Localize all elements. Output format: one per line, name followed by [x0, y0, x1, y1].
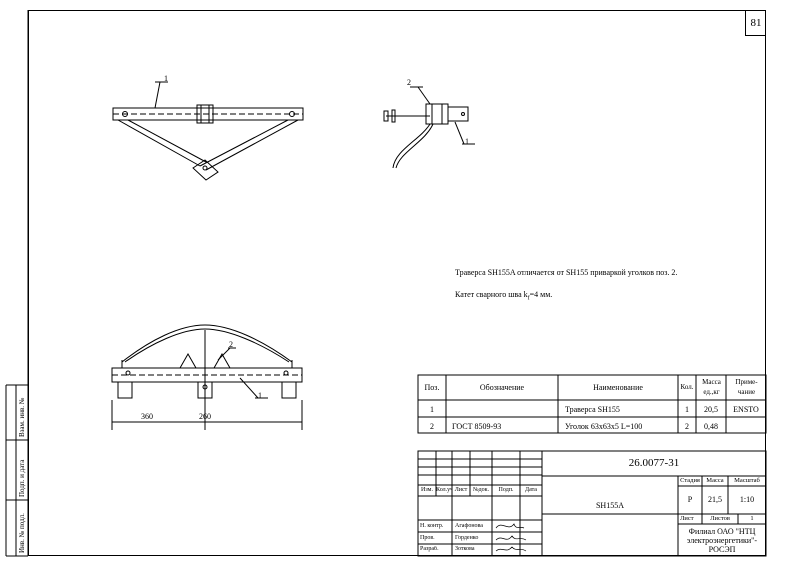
signer-role-1: Н. контр.	[420, 523, 444, 529]
change-col-doc: №док.	[472, 487, 490, 493]
stage-value: Р	[687, 495, 693, 504]
signer-name-2: Горденко	[455, 535, 479, 541]
document-code: 26.0077-31	[628, 457, 680, 469]
spec-row1-name: Траверса SH155	[565, 405, 620, 414]
spec-header-designation: Обозначение	[479, 383, 525, 392]
scale-label: Масштаб	[734, 477, 760, 484]
spec-header-pos: Поз.	[424, 383, 440, 392]
callout-2-bottom: 2	[229, 340, 233, 349]
spec-header-mass: Масса ед.,кг	[702, 378, 721, 396]
note-weld-sub: f	[527, 295, 530, 302]
drawing-title: SH155A	[595, 501, 624, 510]
change-col-date: Дата	[525, 487, 537, 493]
callout-1-top-right: 1	[465, 137, 469, 146]
signer-name-3: Зоткова	[455, 546, 475, 552]
side-view-traverse	[383, 86, 475, 169]
side-stamp-inv-orig: Инв. № подл.	[18, 513, 26, 553]
spec-row1-pos: 1	[430, 405, 434, 414]
note-weld-rest: =4 мм.	[529, 290, 553, 299]
callout-1-bottom: 1	[258, 391, 262, 400]
mass-label: Масса	[706, 477, 724, 484]
spec-header-qty: Кол.	[680, 383, 694, 391]
organization: Филиал ОАО "НТЦ электроэнергетики"- РОСЭ…	[686, 527, 758, 554]
spec-table-grid	[417, 374, 767, 434]
note-weld-text: Катет сварного шва k	[455, 290, 528, 299]
sheet-label: Лист	[680, 515, 694, 522]
front-view-traverse	[111, 324, 303, 430]
spec-row1-mass: 20,5	[704, 405, 718, 414]
spec-row1-qty: 1	[685, 405, 689, 414]
signer-role-3: Разраб.	[420, 546, 439, 552]
signer-role-2: Пров.	[420, 535, 435, 541]
note-line-2: Катет сварного шва kf=4 мм.	[455, 290, 552, 302]
side-stamp-inv-dup: Взам. инв. №	[18, 397, 26, 437]
change-col-sign: Подп.	[498, 487, 514, 493]
sheets-label: Листов	[710, 515, 730, 522]
dimension-360: 360	[141, 412, 153, 421]
spec-header-note: Приме-чание	[735, 378, 758, 396]
note-line-1: Траверса SH155A отличается от SH155 прив…	[455, 268, 678, 277]
drawing-frame	[28, 10, 766, 556]
spec-row2-name: Уголок 63х63х5 L=100	[565, 422, 643, 431]
title-block-grid	[417, 450, 767, 557]
scale-value: 1:10	[739, 495, 755, 504]
change-col-list: Лист	[454, 487, 468, 493]
dimension-260: 260	[199, 412, 211, 421]
stage-label: Стадия	[680, 477, 700, 484]
spec-row2-qty: 2	[685, 422, 689, 431]
mass-value: 21,5	[708, 495, 722, 504]
sheet-number: 81	[745, 10, 766, 36]
change-col-kol: Кол.уч.	[436, 487, 452, 493]
spec-row1-note: ENSTO	[733, 405, 759, 414]
change-col-izm: Изм.	[421, 487, 433, 493]
spec-row2-designation: ГОСТ 8509-93	[452, 422, 502, 431]
top-view-traverse	[112, 81, 304, 181]
sheets-value: 1	[750, 515, 754, 522]
side-stamp-sign-date: Подп. и дата	[18, 459, 26, 497]
spec-header-name: Наименование	[593, 383, 643, 392]
spec-row2-mass: 0,48	[704, 422, 718, 431]
callout-1-top-left: 1	[164, 74, 168, 83]
signer-name-1: Агафонова	[455, 523, 483, 529]
callout-2-top-right: 2	[407, 78, 411, 87]
spec-row2-pos: 2	[430, 422, 434, 431]
